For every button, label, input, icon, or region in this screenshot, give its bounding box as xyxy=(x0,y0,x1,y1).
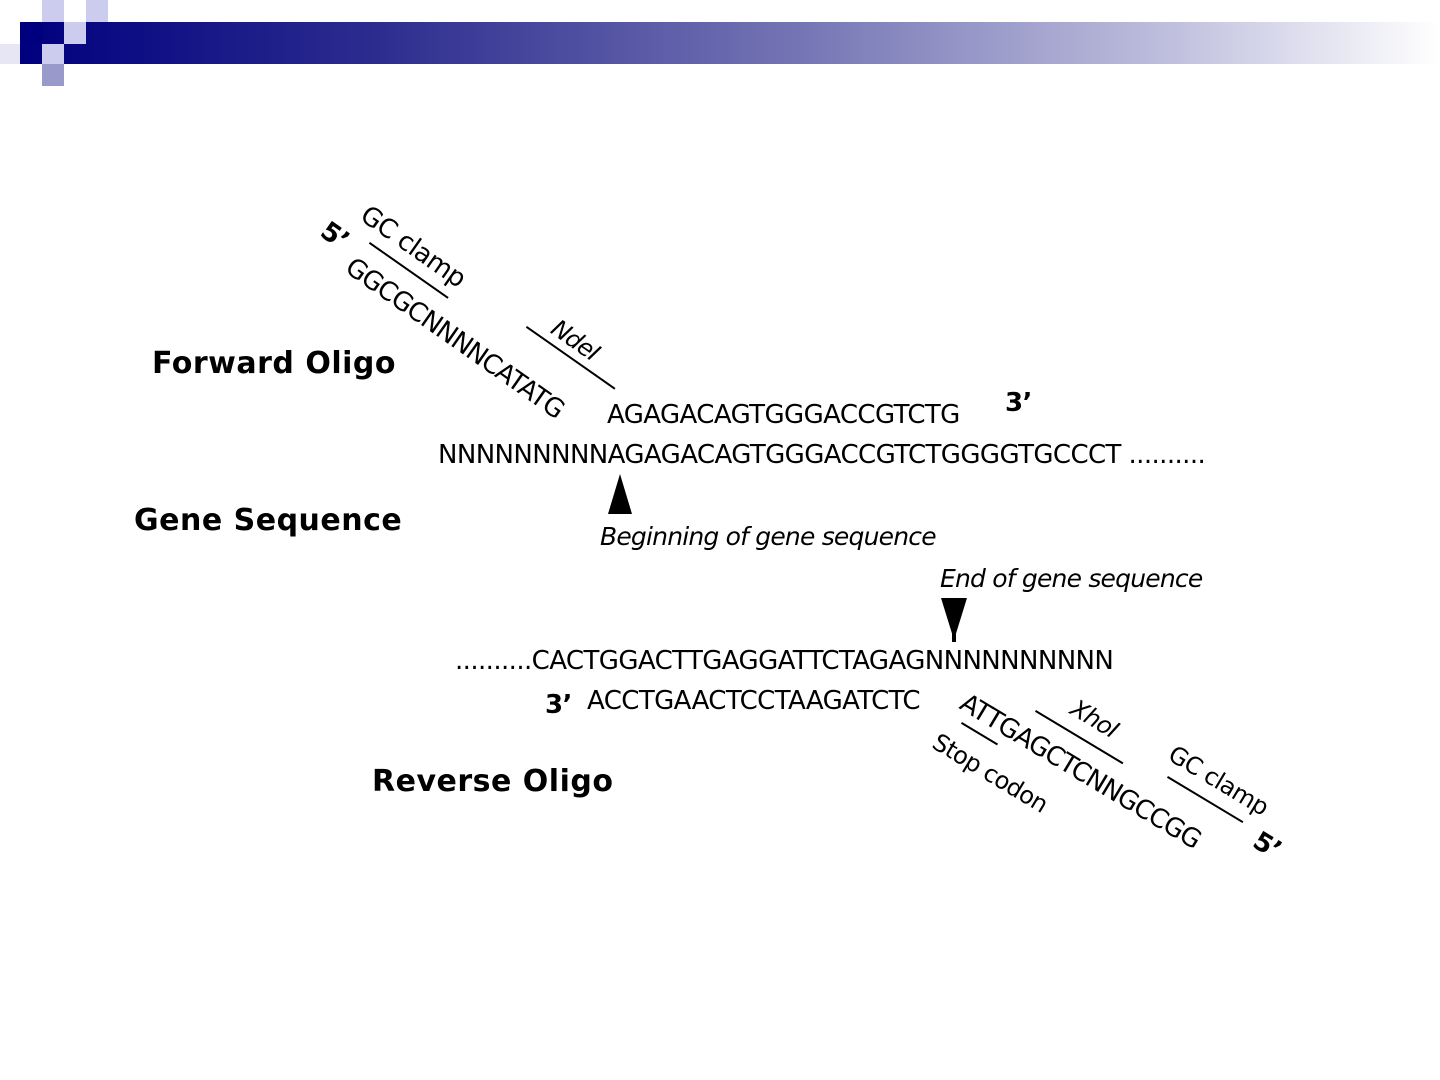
beginning-arrow-icon xyxy=(608,474,632,514)
header-bar xyxy=(20,22,1440,64)
header-square-mid xyxy=(42,64,64,86)
reverse-primer-sequence: ACCTGAACTCCTAAGATCTC xyxy=(587,686,921,716)
gene-end-strand: ..........CACTGGACTTGAGGATTCTAGAGNNNNNNN… xyxy=(455,646,1114,676)
beginning-of-gene-label: Beginning of gene sequence xyxy=(600,522,937,551)
end-arrow-icon xyxy=(941,598,967,642)
forward-primer-sequence: AGAGACAGTGGGACCGTCTG xyxy=(607,400,960,430)
reverse-restriction-site-label: XhoI xyxy=(1065,694,1124,744)
header-square-top xyxy=(86,0,108,22)
header-square-light-1 xyxy=(42,0,64,22)
reverse-three-prime: 3’ xyxy=(545,690,572,720)
forward-three-prime: 3’ xyxy=(1005,388,1032,418)
header-square-dark xyxy=(20,22,42,44)
forward-five-prime: 5’ xyxy=(314,216,354,256)
header-square-light-2 xyxy=(64,22,86,44)
gene-sequence-label: Gene Sequence xyxy=(134,503,403,538)
gene-top-strand: NNNNNNNNNAGAGACAGTGGGACCGTCTGGGGTGCCCT .… xyxy=(438,440,1206,470)
header-square-light-4 xyxy=(0,44,20,64)
reverse-oligo-label: Reverse Oligo xyxy=(372,764,614,799)
end-of-gene-label: End of gene sequence xyxy=(940,564,1203,593)
reverse-five-prime: 5’ xyxy=(1247,826,1286,866)
forward-oligo-label: Forward Oligo xyxy=(152,346,397,381)
header-square-light-3 xyxy=(42,44,64,66)
